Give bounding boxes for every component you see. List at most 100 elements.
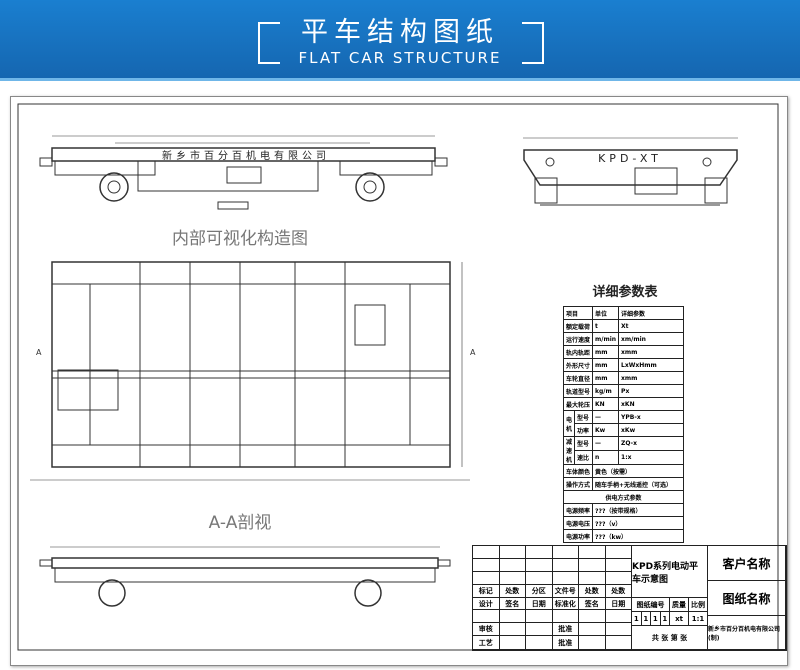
cell: mm — [592, 345, 620, 359]
group-label: 减速机 — [562, 436, 576, 465]
section-title: A-A剖视 — [209, 513, 272, 533]
title-block-cell — [526, 546, 553, 559]
section-marker-left: A — [36, 348, 42, 357]
title-block-cell: 日期 — [526, 598, 553, 610]
header-detail: 详细参数 — [618, 306, 685, 320]
section-view — [39, 546, 451, 607]
table-row: 供电方式参数 — [562, 490, 685, 504]
title-block-cell — [552, 546, 579, 559]
title-block-cell: 处数 — [499, 585, 526, 598]
group-label: 电机 — [562, 410, 576, 437]
cell: xm/min — [618, 332, 685, 346]
title-block-cell — [473, 572, 500, 585]
cell: — — [592, 410, 620, 424]
meta-value: 1 — [632, 612, 642, 626]
cell: ZQ-x — [618, 436, 685, 451]
cell: 供电方式参数 — [562, 490, 685, 504]
bracket-left — [258, 22, 280, 64]
model-label: KPD-XT — [598, 152, 662, 165]
title-block-cell: 批准 — [552, 623, 579, 636]
title-block-cell: 签名 — [579, 598, 606, 610]
title-block-cell — [526, 572, 553, 585]
plan-view: A A — [30, 261, 476, 481]
header-unit: 单位 — [592, 306, 620, 320]
title-block-cell: 标准化 — [552, 598, 579, 610]
cell: xKN — [618, 397, 685, 411]
title-block-cell: 标记 — [473, 585, 500, 598]
title-block-cell — [526, 610, 553, 623]
cell: KN — [592, 397, 620, 411]
meta-value: 1:1 — [689, 612, 708, 626]
header-title-en: FLAT CAR STRUCTURE — [298, 49, 502, 67]
title-block-cell — [526, 636, 553, 650]
cell: 运行速度 — [562, 332, 594, 346]
sheet-count: 共 张 第 张 — [632, 626, 708, 650]
end-view: KPD-XT — [523, 137, 738, 206]
cell: 额定载荷 — [562, 319, 594, 333]
cell: 型号 — [574, 436, 594, 451]
customer-name: 客户名称 — [708, 546, 786, 581]
page-header: 平车结构图纸 FLAT CAR STRUCTURE — [0, 0, 800, 81]
meta-label: 图纸编号 — [632, 598, 670, 612]
side-view: 新乡市百分百机电有限公司 — [39, 135, 448, 210]
cell: xKw — [618, 423, 685, 437]
cell: 轨内轨距 — [562, 345, 594, 359]
cell: 车体颜色 — [562, 464, 594, 478]
table-row: 车体颜色黄色（按需） — [562, 464, 685, 478]
cell: 功率 — [574, 423, 594, 437]
cell: kg/m — [592, 384, 620, 398]
title-block-cell — [552, 559, 579, 572]
cell: — — [592, 436, 620, 451]
cell: 车轮直径 — [562, 371, 594, 385]
cell: YPB-x — [618, 410, 685, 424]
cell: xmm — [618, 345, 685, 359]
meta-value: 1 — [651, 612, 661, 626]
title-block-cell — [579, 636, 606, 650]
drawing-name: KPD系列电动平车示意图 — [632, 546, 708, 598]
cell: m/min — [592, 332, 620, 346]
meta-label: 比例 — [689, 598, 708, 612]
title-block-cell: 分区 — [526, 585, 553, 598]
cell: 黄色（按需） — [592, 464, 685, 478]
cell: ???（按带规格） — [592, 503, 685, 517]
company-label: 新乡市百分百机电有限公司 — [162, 149, 330, 162]
cell: mm — [592, 371, 620, 385]
meta-value: 1 — [660, 612, 670, 626]
cell: 电源频率 — [562, 503, 594, 517]
meta-value: xt — [670, 612, 689, 626]
title-block-cell: 文件号 — [552, 585, 579, 598]
table-header: 项目单位详细参数 — [562, 306, 685, 320]
title-block-cell — [605, 572, 632, 585]
cell: 电源电压 — [562, 516, 594, 530]
title-block-cell — [499, 623, 526, 636]
header-item: 项目 — [562, 306, 594, 320]
cell: Xt — [618, 319, 685, 333]
title-block-cell — [579, 610, 606, 623]
meta-label: 质量 — [670, 598, 689, 612]
cell: ???（kw） — [592, 529, 685, 543]
title-block-cell — [499, 572, 526, 585]
cell: 速比 — [574, 450, 594, 465]
params-title: 详细参数表 — [592, 284, 658, 300]
title-block-cell: 处数 — [579, 585, 606, 598]
title-block-cell — [473, 610, 500, 623]
cell: 外形尺寸 — [562, 358, 594, 372]
cell: ???（v） — [592, 516, 685, 530]
cell: 最大轮压 — [562, 397, 594, 411]
title-block-cell: 签名 — [499, 598, 526, 610]
cell: Kw — [592, 423, 620, 437]
cell: 1:x — [618, 450, 685, 465]
company-name: 新乡市百分百机电有限公司(制) — [708, 616, 786, 650]
title-block-cell — [605, 610, 632, 623]
cell: n — [592, 450, 620, 465]
title-block-cell — [552, 610, 579, 623]
cell: 轨道型号 — [562, 384, 594, 398]
cell: mm — [592, 358, 620, 372]
table-row: 减速机型号—ZQ-x — [562, 436, 685, 465]
